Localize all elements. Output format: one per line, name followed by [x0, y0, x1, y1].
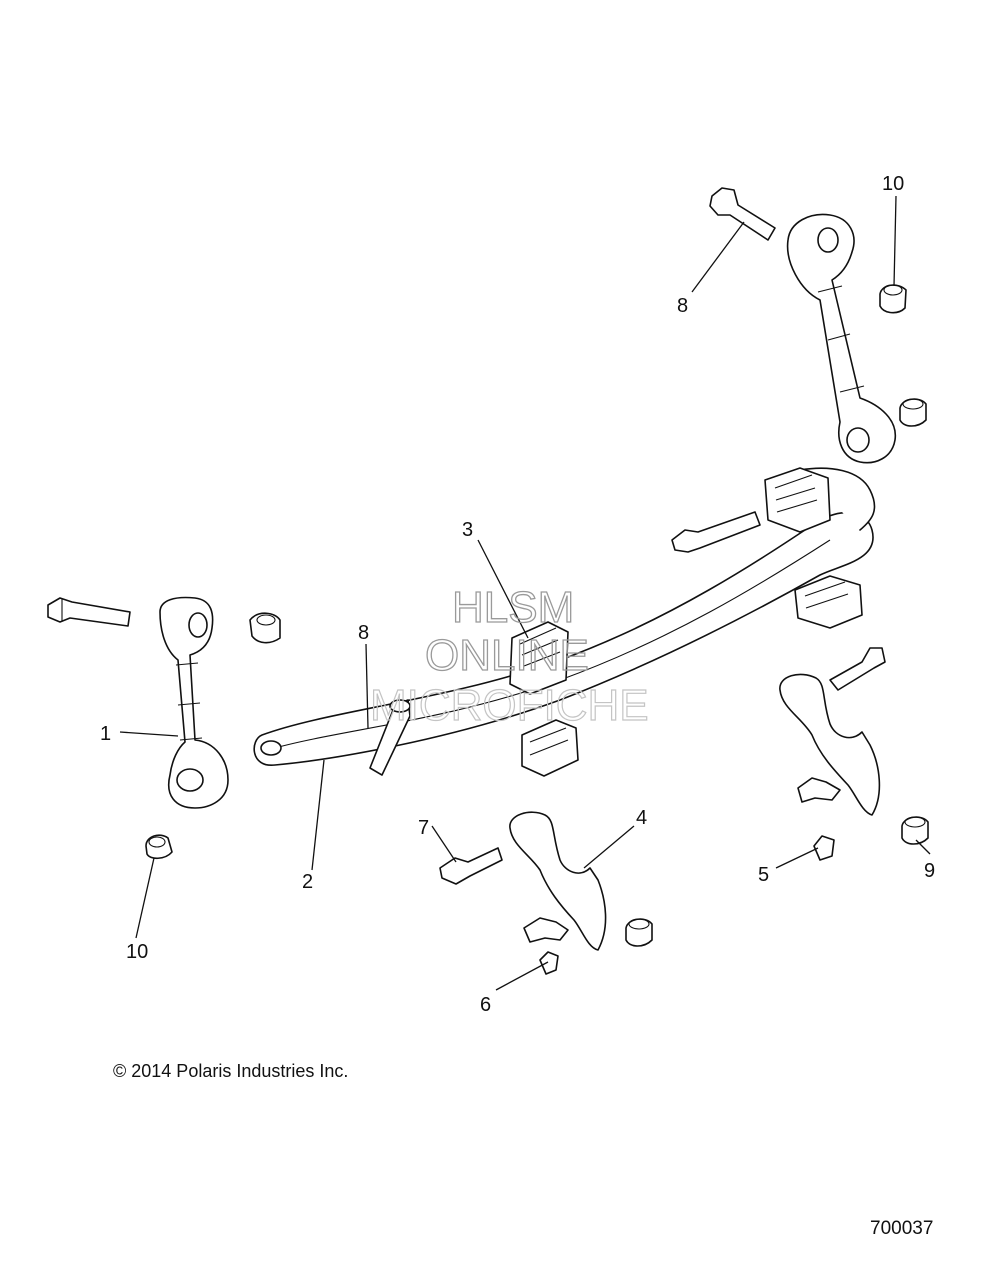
- callout-10-upper: 10: [882, 173, 904, 195]
- bushing-upper: [509, 621, 569, 695]
- bolt-right-bushing: [671, 511, 761, 553]
- callout-8-center: 8: [358, 622, 369, 644]
- bolt-7: [439, 847, 503, 885]
- bracket-right: [779, 673, 881, 816]
- callout-8-upper: 8: [677, 295, 688, 317]
- bolt-upper-left: [47, 597, 131, 627]
- callout-2: 2: [302, 871, 313, 893]
- bolt-upper-right: [709, 187, 776, 241]
- nut-right-top: [879, 284, 907, 314]
- callout-1: 1: [100, 723, 111, 745]
- nut-9: [901, 816, 929, 845]
- grease-fitting-5: [813, 835, 835, 861]
- bushing-lower-left: [521, 719, 579, 777]
- callout-10-lower: 10: [126, 941, 148, 963]
- callout-7: 7: [418, 817, 429, 839]
- callout-6: 6: [480, 994, 491, 1016]
- watermark-line-1: HLSM: [452, 583, 574, 632]
- watermark: HLSM ONLINE MICROFICHE: [369, 582, 649, 730]
- callout-9: 9: [924, 860, 935, 882]
- bolt-6: [523, 917, 569, 943]
- nut-left-top: [249, 612, 281, 644]
- nut-bracket-center: [625, 918, 653, 947]
- callout-5: 5: [758, 864, 769, 886]
- bolt-right-bracket: [797, 777, 841, 803]
- grease-fitting-6: [539, 951, 559, 975]
- leader-lines: [119, 195, 931, 991]
- bracket-center: [509, 811, 607, 951]
- callout-4: 4: [636, 807, 647, 829]
- bolt-center: [369, 699, 411, 776]
- watermark-line-3: MICROFICHE: [370, 681, 649, 730]
- bushing-right-on-bar: [764, 467, 831, 533]
- nut-right-link: [899, 398, 927, 427]
- bushing-lower-right: [794, 575, 863, 629]
- link-rod-right: [786, 213, 897, 464]
- callout-3: 3: [462, 519, 473, 541]
- bolt-right-middle: [829, 647, 886, 691]
- figure-number: 700037: [870, 1218, 934, 1239]
- watermark-line-2: ONLINE: [425, 631, 589, 680]
- link-rod-left: [159, 596, 229, 809]
- copyright-notice: © 2014 Polaris Industries Inc.: [113, 1061, 349, 1081]
- nut-left-bottom: [145, 834, 173, 860]
